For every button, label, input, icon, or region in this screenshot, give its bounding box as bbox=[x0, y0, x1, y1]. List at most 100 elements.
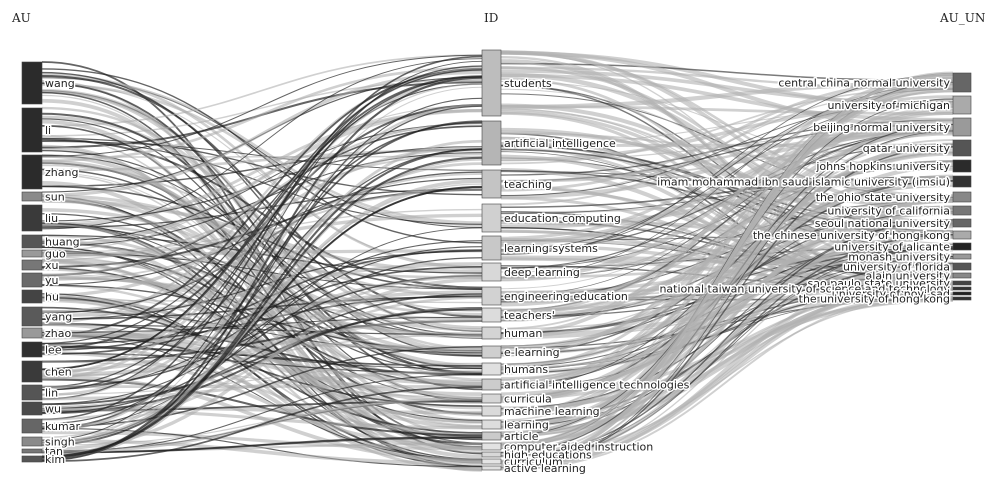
au_un-label-12: university of florida bbox=[843, 261, 950, 274]
au-node-1[interactable] bbox=[21, 107, 43, 153]
id-node-2[interactable] bbox=[481, 169, 502, 199]
au_un-node-4[interactable] bbox=[952, 159, 972, 173]
id-label-19: active learning bbox=[504, 462, 586, 475]
flow-link bbox=[41, 122, 483, 242]
au_un-label-9: the chinese university of hong kong bbox=[753, 229, 950, 242]
id-label-1: artificial intelligence bbox=[504, 137, 616, 150]
au-node-4[interactable] bbox=[21, 204, 43, 232]
au-node-7[interactable] bbox=[21, 259, 43, 271]
id-node-10[interactable] bbox=[481, 362, 502, 376]
flow-link bbox=[41, 295, 483, 345]
au-node-17[interactable] bbox=[21, 436, 43, 447]
au-node-16[interactable] bbox=[21, 418, 43, 434]
au-label-19: kim bbox=[45, 453, 65, 466]
id-node-7[interactable] bbox=[481, 307, 502, 323]
id-node-12[interactable] bbox=[481, 393, 502, 404]
flow-link bbox=[500, 74, 954, 255]
column-title-au: AU bbox=[12, 11, 31, 25]
flow-link bbox=[500, 109, 954, 315]
au_un-node-5[interactable] bbox=[952, 175, 972, 188]
id-label-12: curricula bbox=[504, 393, 552, 406]
id-label-10: humans bbox=[504, 363, 548, 376]
au-node-5[interactable] bbox=[21, 234, 43, 249]
id-node-14[interactable] bbox=[481, 419, 502, 430]
flow-link bbox=[500, 71, 954, 466]
id-node-18[interactable] bbox=[481, 458, 502, 465]
au-node-6[interactable] bbox=[21, 249, 43, 258]
id-label-4: learning systems bbox=[504, 242, 598, 255]
au_un-node-9[interactable] bbox=[952, 230, 972, 240]
au_un-label-17: the university of hong kong bbox=[799, 293, 950, 306]
id-node-8[interactable] bbox=[481, 326, 502, 340]
au_un-label-2: beijing normal university bbox=[813, 121, 950, 134]
au-label-8: yu bbox=[45, 274, 58, 287]
au_un-node-1[interactable] bbox=[952, 95, 972, 115]
id-node-15[interactable] bbox=[481, 431, 502, 441]
id-node-9[interactable] bbox=[481, 345, 502, 359]
au-node-3[interactable] bbox=[21, 191, 43, 202]
au_un-node-11[interactable] bbox=[952, 253, 972, 260]
au-node-19[interactable] bbox=[21, 455, 43, 463]
flow-link bbox=[41, 58, 483, 230]
id-node-5[interactable] bbox=[481, 262, 502, 282]
id-node-3[interactable] bbox=[481, 203, 502, 233]
au_un-node-3[interactable] bbox=[952, 139, 972, 157]
au-label-2: zhang bbox=[45, 166, 78, 179]
flow-link bbox=[41, 148, 483, 425]
au_un-node-7[interactable] bbox=[952, 205, 972, 216]
id-node-1[interactable] bbox=[481, 120, 502, 166]
flow-link bbox=[41, 145, 483, 222]
au_un-node-8[interactable] bbox=[952, 218, 972, 228]
au_un-node-15[interactable] bbox=[952, 286, 972, 291]
au-node-10[interactable] bbox=[21, 306, 43, 327]
au-node-2[interactable] bbox=[21, 154, 43, 190]
id-node-0[interactable] bbox=[481, 49, 502, 117]
flow-link bbox=[500, 292, 954, 471]
au-node-18[interactable] bbox=[21, 448, 43, 454]
id-label-11: artificial intelligence technologies bbox=[504, 379, 690, 392]
au_un-node-10[interactable] bbox=[952, 242, 972, 251]
flow-link bbox=[41, 179, 483, 445]
column-title-au-un: AU_UN bbox=[940, 11, 986, 25]
au_un-node-0[interactable] bbox=[952, 72, 972, 93]
flow-link bbox=[500, 119, 954, 458]
au_un-node-2[interactable] bbox=[952, 117, 972, 137]
flow-links bbox=[41, 50, 954, 472]
au_un-label-8: seoul national university bbox=[815, 217, 951, 230]
au-node-14[interactable] bbox=[21, 384, 43, 401]
flow-link bbox=[41, 262, 483, 318]
au-node-13[interactable] bbox=[21, 360, 43, 383]
id-node-6[interactable] bbox=[481, 286, 502, 306]
au_un-node-14[interactable] bbox=[952, 280, 972, 286]
au_un-node-17[interactable] bbox=[952, 296, 972, 301]
au-node-11[interactable] bbox=[21, 327, 43, 339]
id-node-17[interactable] bbox=[481, 451, 502, 458]
flow-link bbox=[500, 131, 954, 464]
flow-link bbox=[500, 126, 954, 246]
flow-link bbox=[41, 346, 483, 428]
au-node-12[interactable] bbox=[21, 341, 43, 358]
au_un-node-16[interactable] bbox=[952, 291, 972, 296]
id-label-15: article bbox=[504, 430, 539, 443]
au-label-18: tan bbox=[45, 445, 63, 458]
id-node-11[interactable] bbox=[481, 378, 502, 391]
au-node-0[interactable] bbox=[21, 61, 43, 105]
id-node-16[interactable] bbox=[481, 442, 502, 451]
au_un-node-13[interactable] bbox=[952, 272, 972, 279]
id-node-19[interactable] bbox=[481, 465, 502, 471]
flow-link bbox=[500, 243, 954, 468]
au-node-15[interactable] bbox=[21, 401, 43, 416]
au-label-3: sun bbox=[45, 191, 65, 204]
au-label-7: xu bbox=[45, 259, 58, 272]
au_un-node-6[interactable] bbox=[952, 191, 972, 203]
flow-link bbox=[41, 397, 483, 454]
flow-link bbox=[41, 246, 483, 405]
au-node-8[interactable] bbox=[21, 272, 43, 288]
au-node-9[interactable] bbox=[21, 289, 43, 304]
flow-link bbox=[500, 75, 954, 336]
flow-link bbox=[500, 130, 954, 468]
flow-link bbox=[41, 122, 483, 276]
id-node-4[interactable] bbox=[481, 235, 502, 261]
au_un-node-12[interactable] bbox=[952, 262, 972, 271]
id-node-13[interactable] bbox=[481, 405, 502, 417]
